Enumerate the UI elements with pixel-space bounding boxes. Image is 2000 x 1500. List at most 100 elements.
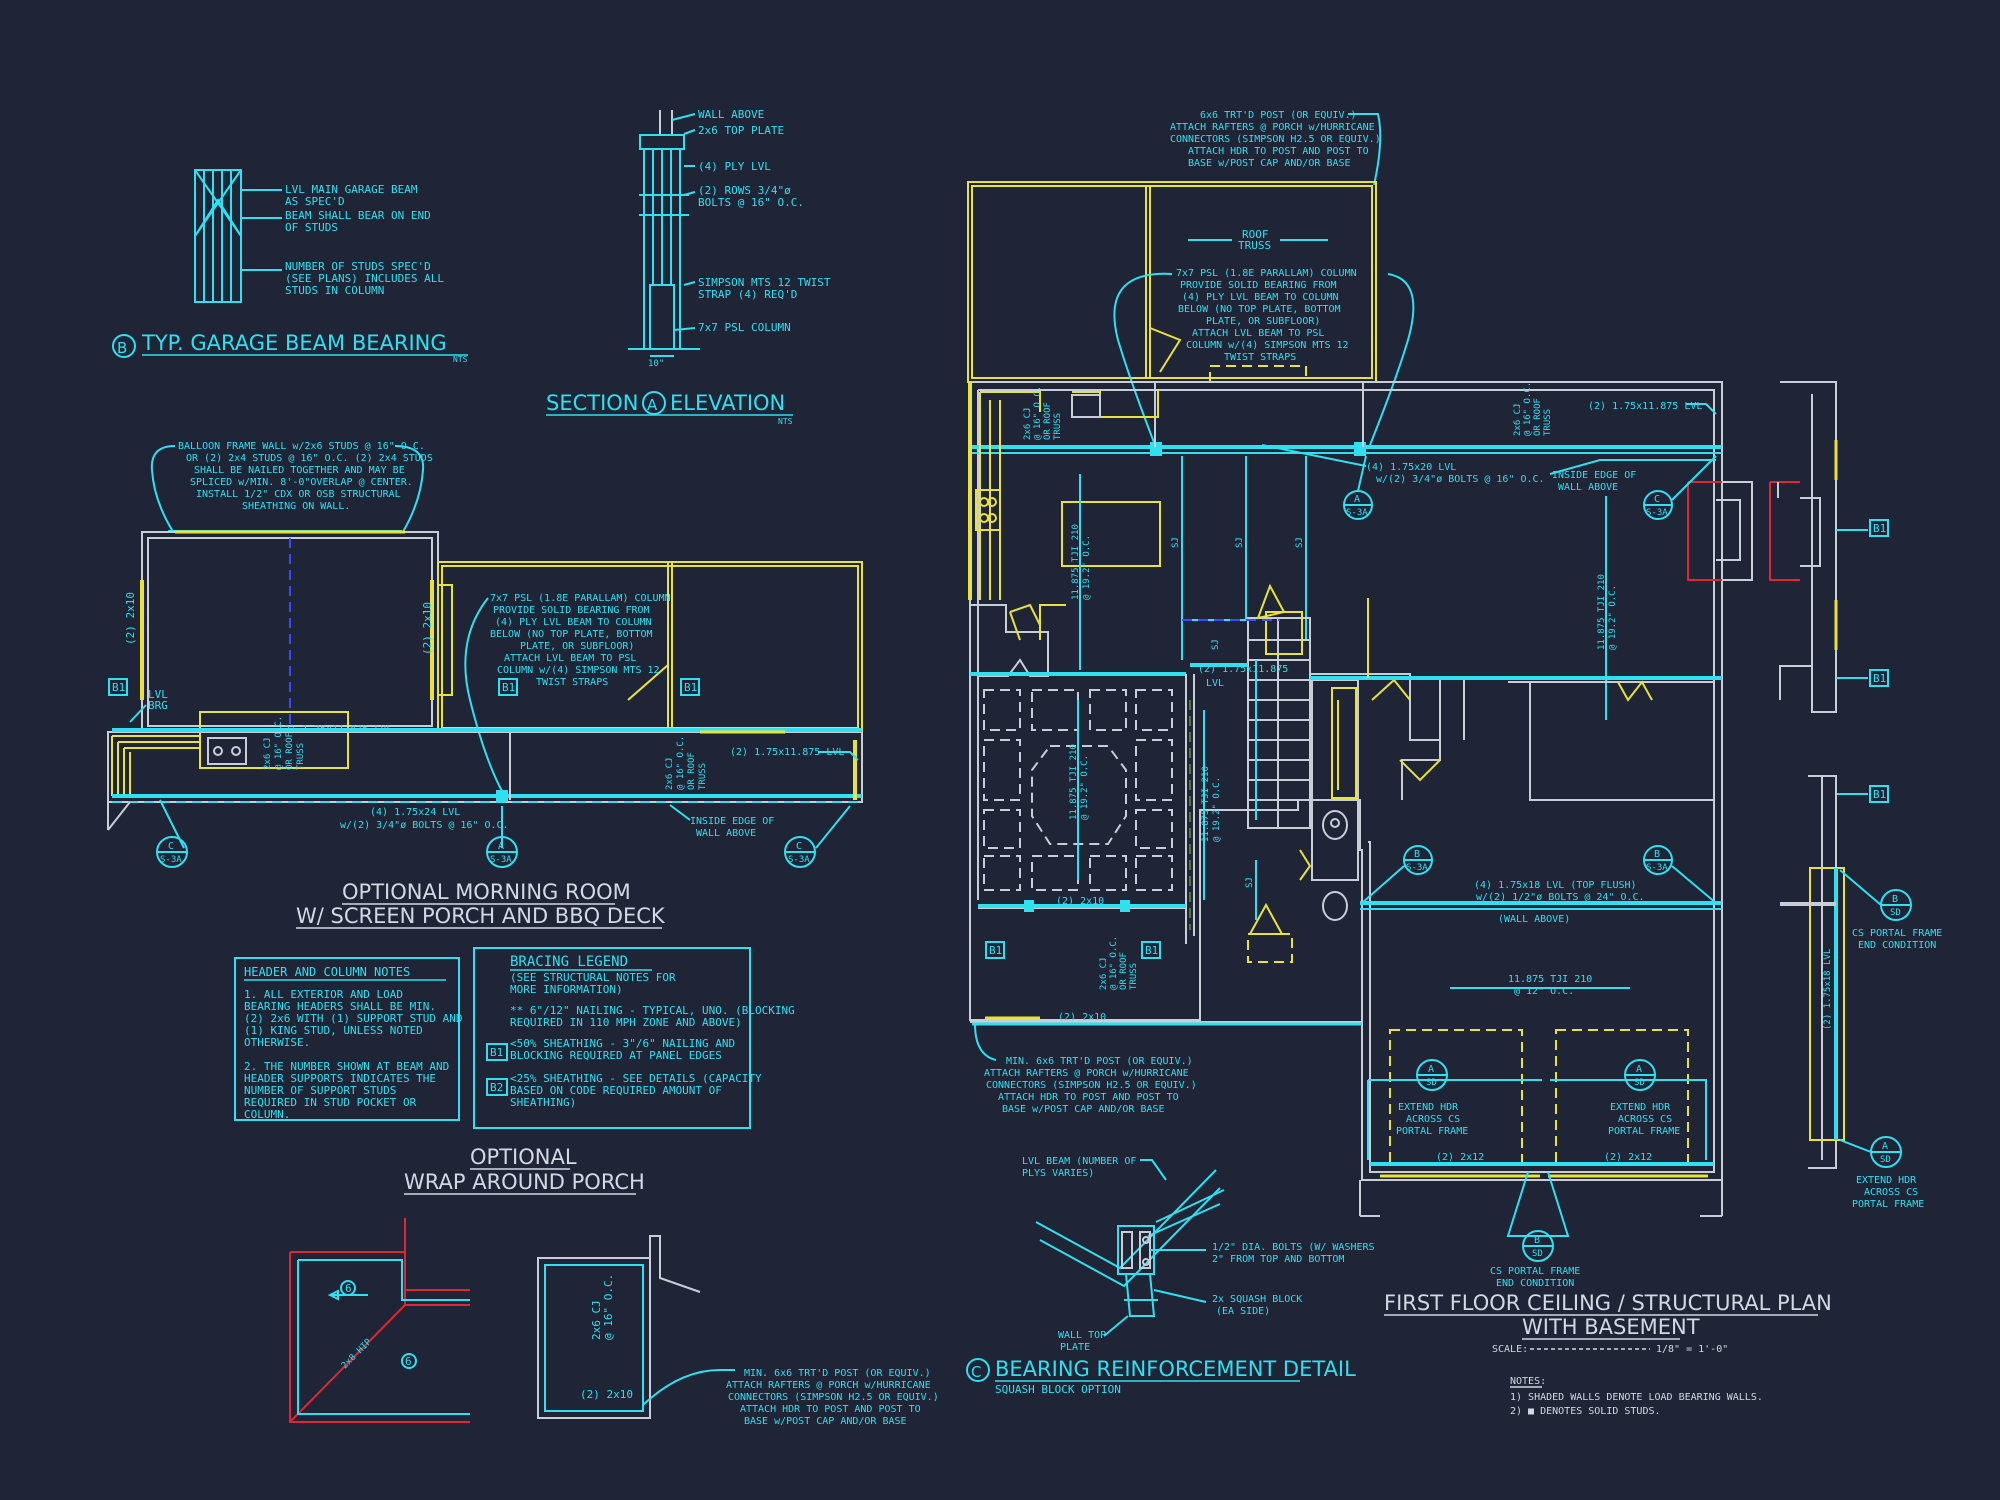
morning-inside-edge-1: INSIDE EDGE OF xyxy=(690,816,774,827)
ff-beam-flush-1: (4) 1.75x18 LVL (TOP FLUSH) xyxy=(1474,880,1637,891)
section-nts: NTS xyxy=(778,417,793,426)
ff-callout-a-right-letter: A xyxy=(1882,1141,1888,1152)
first-floor-plan: 6x6 TRT'D POST (OR EQUIV.) ATTACH RAFTER… xyxy=(967,110,1942,1417)
morning-callout-a-sheet: S-3A xyxy=(490,855,512,865)
bearing-note-1: LVL BEAM (NUMBER OF xyxy=(1022,1156,1136,1167)
ff-sj-1: SJ xyxy=(1171,537,1181,548)
ff-inside-edge-2: WALL ABOVE xyxy=(1558,482,1618,493)
ff-b1-right-1: B1 xyxy=(1873,522,1886,535)
bracing-item1-b: REQUIRED IN 110 MPH ZONE AND ABOVE) xyxy=(510,1016,742,1029)
ff-top-note-1: 6x6 TRT'D POST (OR EQUIV.) xyxy=(1200,110,1357,121)
ff-cj-porch-1: 2x6 CJ xyxy=(1099,957,1109,990)
section-note-6: SIMPSON MTS 12 TWIST xyxy=(698,276,831,289)
bearing-note-7: WALL TOP xyxy=(1058,1330,1106,1341)
ff-callout-a-right-sheet: SD xyxy=(1880,1155,1891,1165)
bearing-note-8: PLATE xyxy=(1060,1342,1090,1353)
morning-callout-c-sheet: S-3A xyxy=(160,855,182,865)
ff-cj-right-3: OR ROOF xyxy=(1533,398,1543,436)
bearing-title: BEARING REINFORCEMENT DETAIL xyxy=(995,1357,1356,1381)
ff-inside-edge-1: INSIDE EDGE OF xyxy=(1552,470,1636,481)
ff-callout-a1-letter: A xyxy=(1428,1064,1434,1075)
ff-cj-right-2: @ 16" O.C. xyxy=(1523,382,1533,436)
bracing-line-1: (SEE STRUCTURAL NOTES FOR xyxy=(510,971,676,984)
bracing-item3-c: SHEATHING) xyxy=(510,1096,576,1109)
bearing-tag-c: C xyxy=(971,1363,981,1381)
bracing-legend: BRACING LEGEND (SEE STRUCTURAL NOTES FOR… xyxy=(473,947,795,1129)
morning-title-1: OPTIONAL MORNING ROOM xyxy=(342,880,631,904)
ff-callout-a-sheet: S-3A xyxy=(1346,508,1368,518)
section-note-7: STRAP (4) REQ'D xyxy=(698,288,797,301)
garage-note-2: AS SPEC'D xyxy=(285,195,345,208)
ff-tji-center-2: @ 19.2" O.C. xyxy=(1080,755,1090,820)
ff-b1-right-3: B1 xyxy=(1873,788,1886,801)
ff-cj-left-1: 2x6 CJ xyxy=(1023,407,1033,440)
ff-tji-stair-1: 11.875 TJI 210 xyxy=(1201,766,1211,842)
section-note-3: (4) PLY LVL xyxy=(698,160,771,173)
ff-cs-end-right-2: END CONDITION xyxy=(1858,940,1936,951)
garage-note-3: BEAM SHALL BEAR ON END xyxy=(285,209,431,222)
ff-wall-above: (WALL ABOVE) xyxy=(1498,914,1570,925)
ff-tji-right-2: @ 19.2" O.C. xyxy=(1608,585,1618,650)
morning-psl-2: PROVIDE SOLID BEARING FROM xyxy=(493,605,650,616)
ff-top-note-2: ATTACH RAFTERS @ PORCH w/HURRICANE xyxy=(1170,122,1375,133)
bracing-item2-a: <50% SHEATHING - 3"/6" NAILING AND xyxy=(510,1037,735,1050)
morning-brg-label: BRG xyxy=(148,699,168,712)
ff-post-5: BASE w/POST CAP AND/OR BASE xyxy=(1002,1104,1165,1115)
ff-hdr-2x12-b: (2) 2x12 xyxy=(1604,1152,1652,1163)
bearing-reinforcement-detail: LVL BEAM (NUMBER OF PLYS VARIES) 1/2" DI… xyxy=(966,1156,1375,1396)
morning-psl-4: BELOW (NO TOP PLATE, BOTTOM xyxy=(490,629,653,640)
ff-callout-a2-sheet: SD xyxy=(1634,1078,1645,1088)
ff-tji-left-1: 11.875 TJI 210 xyxy=(1071,524,1081,600)
morning-cj-2: @ 16" O.C. xyxy=(274,716,284,770)
ff-tji-garage-1: 11.875 TJI 210 xyxy=(1508,974,1592,985)
garage-nts: NTS xyxy=(453,355,468,364)
ff-post-2: ATTACH RAFTERS @ PORCH w/HURRICANE xyxy=(984,1068,1189,1079)
ff-callout-a-letter: A xyxy=(1354,494,1360,505)
header-notes-line-10: REQUIRED IN STUD POCKET OR xyxy=(244,1096,417,1109)
balloon-note-6: SHEATHING ON WALL. xyxy=(242,501,350,512)
morning-cj-4: TRUSS xyxy=(296,743,306,770)
morning-inside-edge-2: WALL ABOVE xyxy=(696,828,756,839)
header-notes-line-4: (1) KING STUD, UNLESS NOTED xyxy=(244,1024,423,1037)
ff-post-3: CONNECTORS (SIMPSON H2.5 OR EQUIV.) xyxy=(986,1080,1197,1091)
morning-callout-c2-sheet: S-3A xyxy=(788,855,810,865)
detail-tag-circle xyxy=(112,334,136,358)
balloon-note-1: BALLOON FRAME WALL w/2x6 STUDS @ 16" O.C… xyxy=(178,441,425,452)
ff-cj-left-2: @ 16" O.C. xyxy=(1033,386,1043,440)
ff-tji-left-2: @ 19.2" O.C. xyxy=(1082,535,1092,600)
ff-notes-title: NOTES: xyxy=(1510,1376,1546,1387)
balloon-note-5: INSTALL 1/2" CDX OR OSB STRUCTURAL xyxy=(196,489,401,500)
morning-hdr-right: (2) 2x10 xyxy=(421,602,434,655)
morning-psl-3: (4) PLY LVL BEAM TO COLUMN xyxy=(495,617,652,628)
garage-beam-title: TYP. GARAGE BEAM BEARING xyxy=(141,331,447,355)
ff-lvl-label: LVL xyxy=(1206,678,1224,689)
garage-note-4: OF STUDS xyxy=(285,221,338,234)
morning-callout-a-letter: A xyxy=(498,841,504,852)
ff-callout-b-right-letter: B xyxy=(1892,894,1898,905)
ff-tji-right-1: 11.875 TJI 210 xyxy=(1597,574,1607,650)
ff-psl-2: PROVIDE SOLID BEARING FROM xyxy=(1180,280,1337,291)
wrap-post-1: MIN. 6x6 TRT'D POST (OR EQUIV.) xyxy=(744,1368,931,1379)
bracing-item3-b: BASED ON CODE REQUIRED AMOUNT OF xyxy=(510,1084,722,1097)
ff-portal-1a: EXTEND HDR xyxy=(1398,1102,1459,1113)
bracing-item2-tag: B1 xyxy=(490,1046,503,1059)
ff-cj-porch-4: TRUSS xyxy=(1129,963,1139,990)
wrap-post-4: ATTACH HDR TO POST AND POST TO xyxy=(740,1404,921,1415)
ff-portal-2a: EXTEND HDR xyxy=(1610,1102,1671,1113)
ff-top-note-3: CONNECTORS (SIMPSON H2.5 OR EQUIV.) xyxy=(1170,134,1381,145)
ff-hdr-2x10-a: (2) 2x10 xyxy=(1056,896,1104,907)
deck-cj-1: 2x6 CJ xyxy=(665,757,675,790)
ff-callout-b-sd-sheet: SD xyxy=(1532,1249,1543,1259)
ff-tji-garage-2: @ 12" O.C. xyxy=(1514,986,1574,997)
ff-cj-porch-2: @ 16" O.C. xyxy=(1109,936,1119,990)
detail-tag-b: B xyxy=(117,339,127,357)
ff-stair-beam: (2) 1.75x11.875 xyxy=(1198,664,1288,675)
morning-cj-3: OR ROOF xyxy=(285,732,295,770)
bearing-note-6: (EA SIDE) xyxy=(1216,1306,1270,1317)
ff-psl-8: TWIST STRAPS xyxy=(1224,352,1296,363)
morning-psl-5: PLATE, OR SUBFLOOR) xyxy=(520,641,634,652)
ff-cs-end-right-1: CS PORTAL FRAME xyxy=(1852,928,1942,939)
morning-b1-right: B1 xyxy=(684,681,697,694)
wrap-title-2: WRAP AROUND PORCH xyxy=(404,1170,645,1194)
